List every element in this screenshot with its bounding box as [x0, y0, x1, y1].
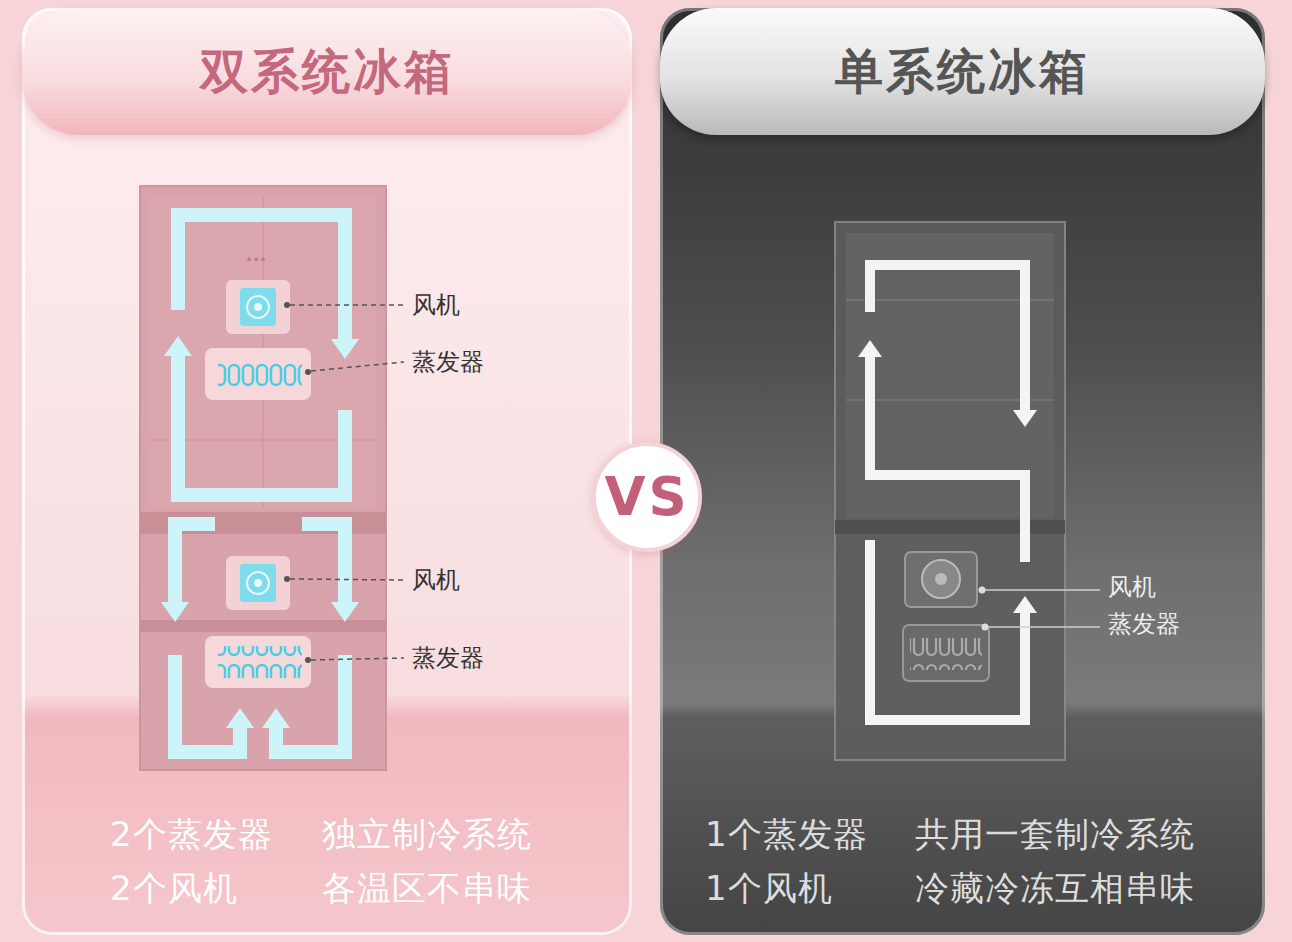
feature-text: 各温区不串味 [322, 868, 532, 909]
leader-lines [284, 302, 404, 663]
part-label: 风机 [412, 291, 460, 320]
svg-text:•••: ••• [245, 253, 266, 267]
airflow-arrows [870, 265, 1025, 720]
fan-upper [226, 280, 290, 334]
comparison-panel: ••• 双系统冰箱 2个蒸发器 独立制冷系统 2个风机 各温区不串味 [22, 8, 632, 935]
feature-text: 1个蒸发器 [705, 814, 868, 855]
feature-text: 2个风机 [110, 868, 238, 909]
part-label: 蒸发器 [412, 644, 484, 673]
part-label: 蒸发器 [412, 348, 484, 377]
panel-heading: 单系统冰箱 [660, 8, 1265, 135]
fan-lower [226, 556, 290, 610]
part-label: 蒸发器 [1108, 610, 1180, 639]
feature-text: 1个风机 [705, 868, 833, 909]
feature-text: 2个蒸发器 [110, 814, 273, 855]
feature-text: 独立制冷系统 [322, 814, 532, 855]
fridge-body [835, 222, 1065, 760]
panel-heading: 双系统冰箱 [22, 8, 632, 135]
part-label: 风机 [1108, 573, 1156, 602]
vs-badge: VS [592, 442, 702, 552]
leader-lines [979, 587, 1101, 631]
comparison-panel: 单系统冰箱 1个蒸发器 共用一套制冷系统 1个风机 冷藏冷冻互相串味 [660, 8, 1265, 935]
feature-text: 共用一套制冷系统 [915, 814, 1195, 855]
fan [905, 552, 977, 607]
heading-text: 单系统冰箱 [835, 43, 1090, 101]
fridge-body: ••• [140, 186, 386, 770]
feature-text: 冷藏冷冻互相串味 [915, 868, 1195, 909]
part-label: 风机 [412, 566, 460, 595]
evaporator-upper [205, 348, 311, 400]
airflow-arrows [175, 215, 345, 752]
evaporator-lower [205, 636, 311, 688]
vs-text: VS [604, 465, 689, 529]
heading-text: 双系统冰箱 [200, 43, 455, 101]
evaporator [903, 625, 989, 681]
